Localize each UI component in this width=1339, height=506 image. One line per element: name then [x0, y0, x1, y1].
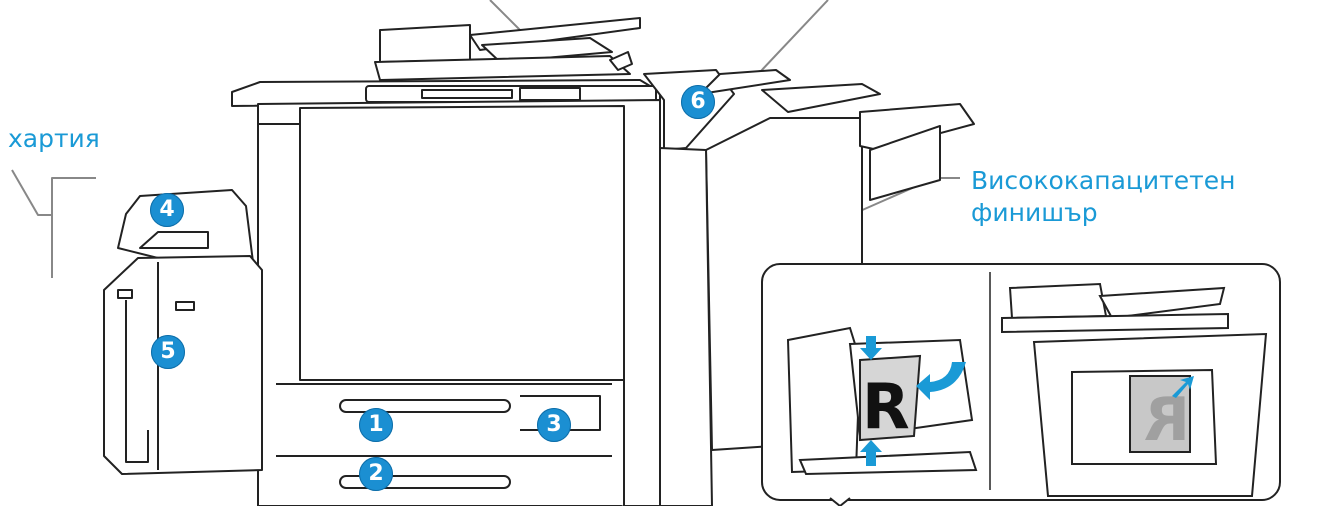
paper-bracket: [12, 170, 96, 278]
mirrored-letter: R: [1144, 385, 1190, 455]
callout-badge-6: 6: [681, 85, 715, 119]
finisher-label-line1: Висококапацитетен: [971, 165, 1235, 197]
finisher-label-line2: финишър: [971, 197, 1235, 229]
leader-line-top-left: [490, 0, 522, 32]
paper-feeder: [104, 190, 262, 474]
finisher-label: Висококапацитетен финишър: [971, 165, 1235, 229]
callout-badge-2: 2: [359, 457, 393, 491]
callout-badge-3: 3: [537, 408, 571, 442]
document-feeder: [375, 18, 640, 80]
callout-badge-5: 5: [151, 335, 185, 369]
callout-badge-1: 1: [359, 408, 393, 442]
main-body: [258, 100, 660, 506]
original-letter: R: [862, 370, 910, 443]
inset-panel: R R: [762, 264, 1280, 506]
leader-line-top-right: [760, 0, 828, 72]
paper-label: хартия: [8, 123, 100, 155]
callout-badge-4: 4: [150, 193, 184, 227]
